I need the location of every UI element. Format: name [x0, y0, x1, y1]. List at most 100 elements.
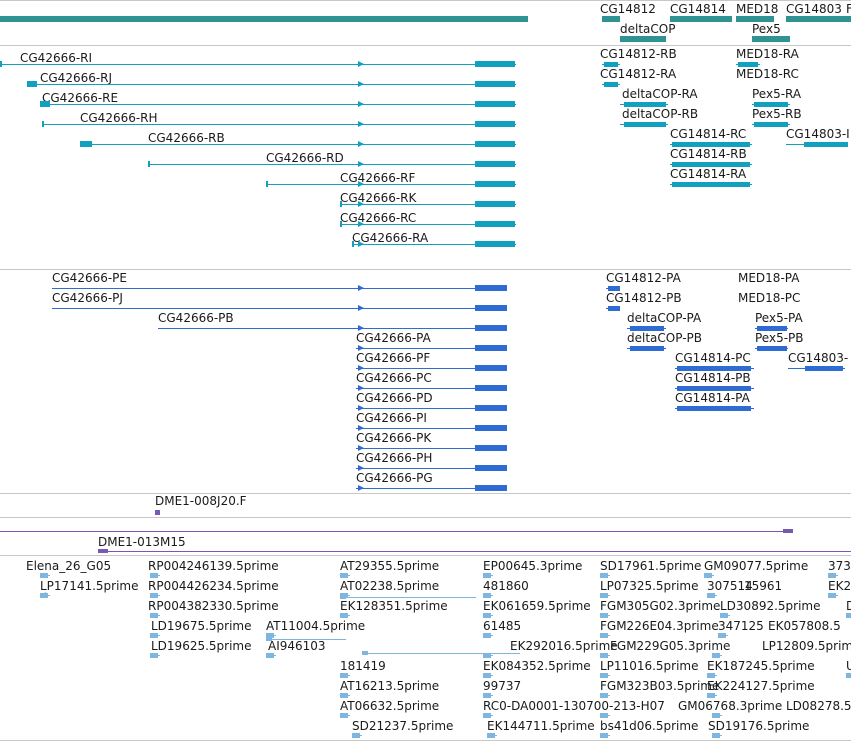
label-ld19675-5prime: LD19675.5prime	[151, 619, 252, 633]
est-feature-44-exon	[828, 593, 836, 598]
label-dme1-013m15: DME1-013M15	[98, 535, 186, 549]
label-ai946103: AI946103	[268, 639, 326, 653]
label-gm09077-5prime: GM09077.5prime	[704, 559, 809, 573]
track-separator	[0, 45, 851, 46]
label-cg42666-pa: CG42666-PA	[356, 331, 431, 345]
transcript-cg14814-ra-exon	[672, 182, 750, 187]
label-cg42666-rb: CG42666-RB	[148, 131, 225, 145]
label-cg42666-pf: CG42666-PF	[356, 351, 431, 365]
label-cg14814-rc: CG14814-RC	[670, 127, 747, 141]
gene-cg42666-exon	[0, 16, 528, 22]
label-pex5-rb: Pex5-RB	[752, 107, 802, 121]
label-pex5-pa: Pex5-PA	[755, 311, 803, 325]
est-feature-23-exon	[483, 713, 491, 718]
transcript-cg42666-7-strand-arrow	[358, 201, 364, 207]
gene-cg14812-exon	[602, 16, 620, 22]
transcript-cg42666-0-strand-arrow	[358, 61, 364, 67]
label-d: D	[846, 599, 851, 613]
label-sd19176-5prime: SD19176.5prime	[708, 719, 810, 733]
label-at06632-5prime: AT06632.5prime	[340, 699, 440, 713]
est-feature-40-exon	[707, 693, 715, 698]
label-347125: 347125	[718, 619, 764, 633]
protein-cg42666-7-exon	[475, 425, 507, 431]
est-feature-28-exon	[600, 633, 608, 638]
label-ek084352-5prime: EK084352.5prime	[483, 659, 591, 673]
protein-cg14814-pa-exon	[677, 406, 751, 411]
track-separator	[0, 0, 851, 1]
label-cg42666-pi: CG42666-PI	[356, 411, 427, 425]
transcript-cg42666-8-exon	[475, 221, 515, 227]
transcript-cg42666-6-intron	[266, 184, 516, 185]
label-pex5: Pex5	[752, 22, 781, 36]
label-lp07325-5prime: LP07325.5prime	[600, 579, 699, 593]
label-med18-ra: MED18-RA	[736, 47, 799, 61]
clone-dme1-008j20-f-exon	[155, 510, 160, 515]
label-cg42666-pb: CG42666-PB	[158, 311, 234, 325]
transcript-cg42666-8-strand-arrow	[358, 221, 364, 227]
clone-span-intron	[0, 531, 792, 532]
transcript-cg42666-1-strand-arrow	[358, 81, 364, 87]
label-15961: 15961	[744, 579, 783, 593]
label-cg42666-rc: CG42666-RC	[340, 211, 417, 225]
transcript-cg42666-2-exon	[475, 101, 515, 107]
protein-cg14812-pa-exon	[608, 286, 620, 291]
est-feature-18-exon	[483, 613, 491, 618]
transcript-pex5-ra-exon	[754, 102, 788, 107]
transcript-cg42666-7-exon	[475, 201, 515, 207]
protein-cg42666-9-intron	[356, 468, 506, 469]
label-cg14814-ra: CG14814-RA	[670, 167, 747, 181]
protein-cg14812-pb-exon	[608, 306, 620, 311]
transcript-cg42666-2-intron	[40, 104, 516, 105]
label-cg14814-pc: CG14814-PC	[675, 351, 751, 365]
transcript-cg42666-9-intron	[352, 244, 516, 245]
label-cg14812-ra: CG14812-RA	[600, 67, 677, 81]
est-feature-9-exon	[340, 613, 348, 618]
protein-cg42666-5-strand-arrow	[358, 385, 364, 391]
label-lp11016-5prime: LP11016.5prime	[600, 659, 699, 673]
est-ek292016-span-intron	[362, 653, 520, 654]
est-feature-36-exon	[720, 613, 728, 618]
label-cg42666-pj: CG42666-PJ	[52, 291, 123, 305]
protein-cg14814-pb-exon	[677, 386, 751, 391]
label-cg42666-pg: CG42666-PG	[356, 471, 433, 485]
clone-dme1-013m15-exon	[98, 549, 108, 553]
transcript-cg42666-1-exon	[27, 81, 37, 87]
label-fgm226e04-3prime: FGM226E04.3prime	[600, 619, 719, 633]
est-feature-4-exon	[150, 613, 158, 618]
gene-med18-exon	[736, 16, 774, 22]
transcript-cg42666-0-intron	[0, 64, 516, 65]
est-feature-24-exon	[487, 733, 495, 738]
label-ld08278-5: LD08278.5	[786, 699, 851, 713]
label-cg14814-pb: CG14814-PB	[675, 371, 751, 385]
est-feature-17-exon	[483, 593, 491, 598]
transcript-cg42666-1-intron	[27, 84, 516, 85]
label-sd21237-5prime: SD21237.5prime	[352, 719, 454, 733]
protein-cg42666-10-exon	[475, 485, 507, 491]
est-feature-0-exon	[40, 573, 48, 578]
transcript-cg42666-2-exon	[40, 101, 50, 107]
transcript-cg42666-3-strand-arrow	[358, 121, 364, 127]
label-ek224127-5prime: EK224127.5prime	[707, 679, 815, 693]
protein-cg42666-8-strand-arrow	[358, 445, 364, 451]
label-cg42666-pc: CG42666-PC	[356, 371, 432, 385]
label-med18-rc: MED18-RC	[736, 67, 799, 81]
protein-cg42666-3-exon	[475, 345, 507, 351]
label-ek057808-5: EK057808.5	[768, 619, 841, 633]
label-ek2: EK2	[828, 579, 851, 593]
est-feature-43-exon	[828, 573, 836, 578]
label-deltacop-rb: deltaCOP-RB	[622, 107, 699, 121]
label-at29355-5prime: AT29355.5prime	[340, 559, 440, 573]
protein-cg42666-5-exon	[475, 385, 507, 391]
label-f: F	[846, 2, 851, 16]
est-feature-45-exon	[846, 613, 851, 618]
protein-cg42666-6-strand-arrow	[358, 405, 364, 411]
est-feature-34-exon	[704, 573, 712, 578]
label-at11004-5prime: AT11004.5prime	[266, 619, 366, 633]
label-cg42666-pk: CG42666-PK	[356, 431, 432, 445]
protein-cg42666-10-strand-arrow	[358, 485, 364, 491]
protein-cg42666-6-intron	[356, 408, 506, 409]
label-bs41d06-5prime: bs41d06.5prime	[600, 719, 699, 733]
label-cg42666-rh: CG42666-RH	[80, 111, 158, 125]
label-cg42666-rk: CG42666-RK	[340, 191, 417, 205]
